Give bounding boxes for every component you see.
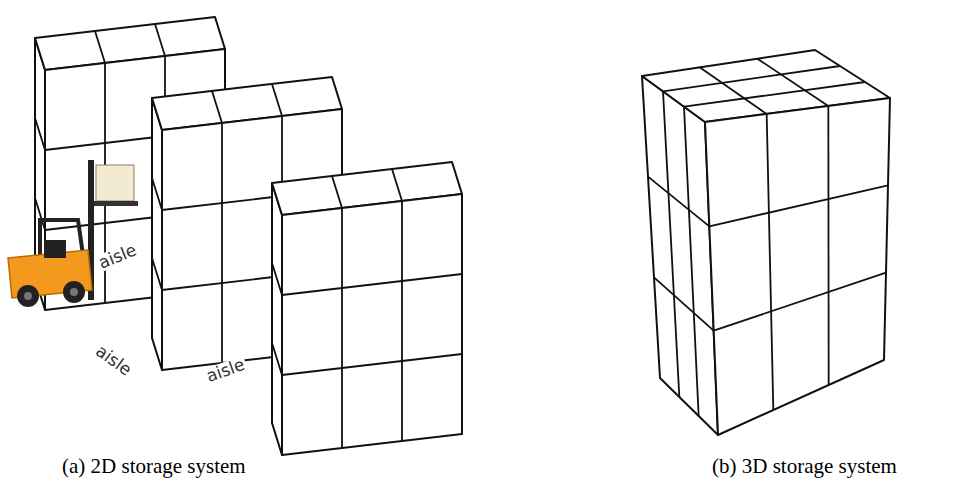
grid-line — [332, 176, 342, 208]
grid-line — [684, 107, 699, 416]
grid-line — [155, 24, 165, 56]
grid-line — [272, 84, 282, 116]
grid-line — [341, 208, 343, 448]
grid-line — [684, 82, 865, 107]
aisle-label: aisle — [91, 341, 136, 380]
forklift-load — [96, 165, 134, 201]
grid-line — [282, 274, 462, 295]
grid-line — [221, 123, 223, 363]
grid-line — [663, 91, 679, 397]
grid-line — [827, 106, 829, 385]
forklift-hub — [70, 288, 78, 296]
grid-line — [700, 67, 767, 114]
grid-line — [709, 185, 888, 226]
grid-line — [35, 118, 45, 150]
face-outline — [282, 194, 462, 455]
figure-caption: (a) 2D storage system — [62, 456, 246, 477]
cube-block — [642, 50, 890, 435]
grid-line — [392, 169, 402, 201]
forklift-fork — [94, 201, 138, 206]
rack — [272, 162, 462, 455]
grid-line — [714, 273, 886, 331]
grid-line — [95, 31, 105, 63]
forklift-seat — [44, 240, 66, 258]
forklift-wheel — [63, 281, 85, 303]
grid-line — [767, 114, 774, 410]
grid-line — [282, 354, 462, 375]
forklift-hub — [24, 292, 32, 300]
grid-line — [663, 66, 840, 91]
figure-caption: (b) 3D storage system — [712, 456, 897, 477]
grid-line — [152, 258, 162, 290]
grid-line — [152, 178, 162, 210]
forklift-wheel — [17, 285, 39, 307]
face-outline — [272, 183, 282, 455]
grid-line — [648, 177, 709, 227]
grid-line — [272, 343, 282, 375]
rack-blocks — [35, 17, 462, 455]
face-outline — [152, 98, 162, 370]
grid-line — [654, 277, 714, 330]
grid-line — [757, 59, 828, 106]
grid-line — [272, 263, 282, 295]
face-outline — [705, 98, 890, 435]
forklift-icon — [8, 160, 138, 307]
grid-line — [212, 91, 222, 123]
grid-line — [401, 201, 403, 441]
